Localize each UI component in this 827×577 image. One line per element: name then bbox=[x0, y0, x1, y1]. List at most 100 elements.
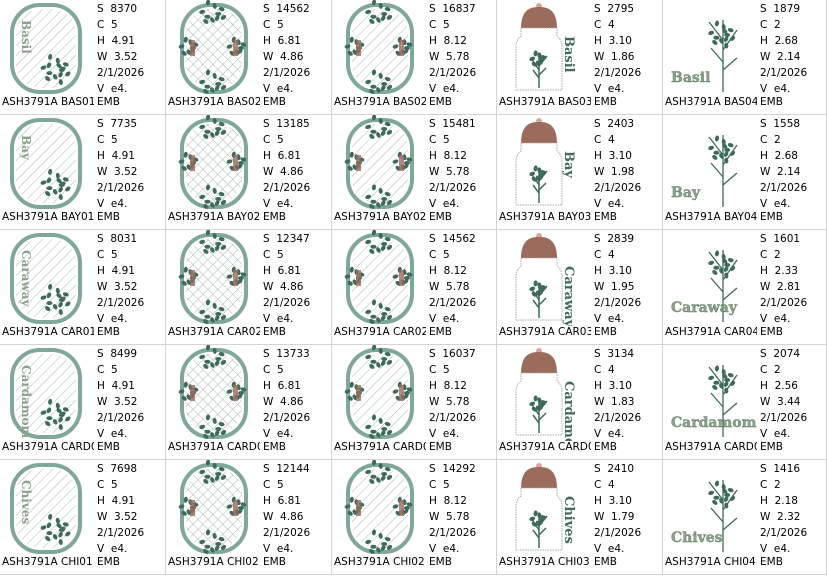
width: W 1.98 bbox=[594, 166, 635, 178]
color-count: C 4 bbox=[594, 134, 615, 146]
svg-text:Chives: Chives bbox=[561, 496, 576, 544]
embroidery-design-thumbnail bbox=[178, 230, 248, 324]
file-name: ASH3791A CAR02 bbox=[334, 326, 426, 338]
color-count: C 5 bbox=[97, 134, 118, 146]
color-count: C 5 bbox=[263, 479, 284, 491]
stitch-count: S 2795 bbox=[594, 3, 635, 15]
version: V e4. bbox=[594, 428, 625, 440]
date: 2/1/2026 bbox=[97, 527, 145, 539]
date: 2/1/2026 bbox=[263, 297, 311, 309]
file-extension: EMB bbox=[263, 211, 286, 223]
stitch-count: S 1879 bbox=[760, 3, 801, 15]
stitch-count: S 2839 bbox=[594, 233, 635, 245]
file-name: ASH3791A BAS01 bbox=[2, 96, 94, 108]
width: W 5.78 bbox=[429, 511, 470, 523]
file-extension: EMB bbox=[429, 556, 452, 568]
embroidery-design-thumbnail: Chives bbox=[515, 463, 576, 551]
file-name: ASH3791A BAY04 bbox=[665, 211, 757, 223]
color-count: C 5 bbox=[97, 479, 118, 491]
embroidery-design-thumbnail: Caraway bbox=[10, 233, 82, 324]
height: H 3.10 bbox=[594, 150, 632, 162]
file-extension: EMB bbox=[429, 211, 452, 223]
color-count: C 4 bbox=[594, 19, 615, 31]
width: W 5.78 bbox=[429, 396, 470, 408]
file-name: ASH3791A CAR03 bbox=[499, 326, 591, 338]
height: H 6.81 bbox=[263, 265, 301, 277]
embroidery-design-thumbnail bbox=[178, 0, 248, 94]
date: 2/1/2026 bbox=[263, 412, 311, 424]
height: H 3.10 bbox=[594, 35, 632, 47]
width: W 4.86 bbox=[263, 51, 304, 63]
width: W 2.81 bbox=[760, 281, 801, 293]
color-count: C 4 bbox=[594, 364, 615, 376]
stitch-count: S 12144 bbox=[263, 463, 310, 475]
width: W 5.78 bbox=[429, 281, 470, 293]
svg-text:Cardamom: Cardamom bbox=[561, 381, 576, 441]
width: W 1.83 bbox=[594, 396, 635, 408]
width: W 4.86 bbox=[263, 281, 304, 293]
height: H 2.68 bbox=[760, 35, 798, 47]
color-count: C 5 bbox=[429, 249, 450, 261]
version: V e4. bbox=[594, 198, 625, 210]
file-extension: EMB bbox=[97, 96, 120, 108]
file-name: ASH3791A BAY01 bbox=[2, 211, 94, 223]
stitch-count: S 1558 bbox=[760, 118, 801, 130]
stitch-count: S 7698 bbox=[97, 463, 138, 475]
stitch-count: S 1601 bbox=[760, 233, 801, 245]
file-extension: EMB bbox=[97, 441, 120, 453]
file-extension: EMB bbox=[594, 211, 617, 223]
stitch-count: S 2074 bbox=[760, 348, 801, 360]
svg-text:Caraway: Caraway bbox=[671, 300, 738, 316]
svg-text:Caraway: Caraway bbox=[19, 250, 33, 308]
file-name: ASH3791A CHI04 bbox=[665, 556, 756, 568]
width: W 4.86 bbox=[263, 511, 304, 523]
file-name: ASH3791A CHI01 bbox=[2, 556, 93, 568]
file-extension: EMB bbox=[263, 326, 286, 338]
version: V e4. bbox=[429, 313, 460, 325]
file-name: ASH3791A BAY03 bbox=[499, 211, 591, 223]
date: 2/1/2026 bbox=[429, 182, 477, 194]
embroidery-design-thumbnail bbox=[178, 460, 248, 554]
stitch-count: S 8499 bbox=[97, 348, 138, 360]
file-extension: EMB bbox=[263, 441, 286, 453]
version: V e4. bbox=[263, 313, 294, 325]
svg-text:Bay: Bay bbox=[561, 151, 576, 178]
version: V e4. bbox=[760, 313, 791, 325]
file-name: ASH3791A CARD0 bbox=[168, 441, 260, 453]
file-extension: EMB bbox=[594, 556, 617, 568]
color-count: C 5 bbox=[263, 134, 284, 146]
